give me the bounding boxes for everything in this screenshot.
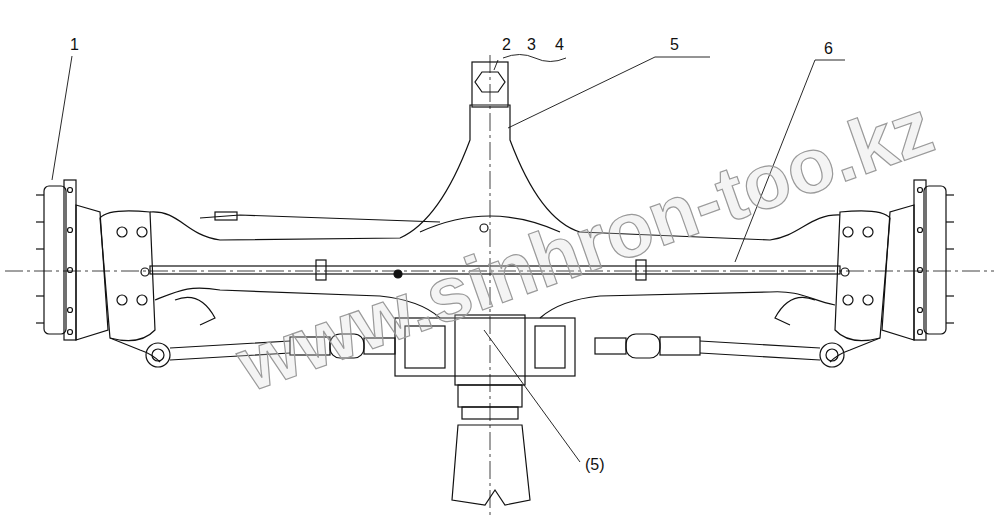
callout-number: 6 (822, 40, 835, 58)
callout-number: 5 (668, 36, 681, 54)
callout-number: 4 (553, 36, 566, 54)
callout-number: 1 (68, 36, 81, 54)
callout-number: 2 (500, 36, 513, 54)
callout-number: (5) (583, 456, 607, 474)
watermark: www.sinhron-too.kz (227, 83, 943, 407)
callout-number: 3 (525, 36, 538, 54)
